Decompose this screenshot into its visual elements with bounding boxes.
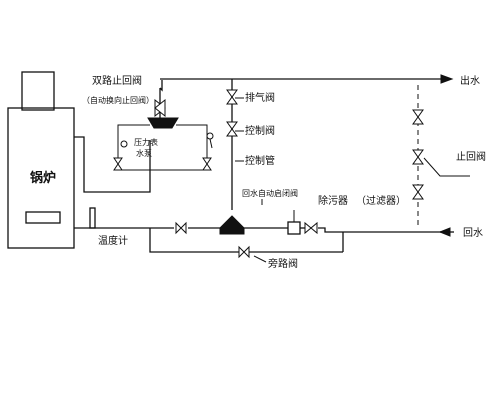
return-pipe <box>74 207 445 233</box>
outlet-label: 出水 <box>460 74 480 87</box>
return-water-label: 回水 <box>463 227 483 239</box>
thermometer-icon <box>89 207 96 229</box>
boiler-body <box>7 107 75 249</box>
air-vent-valve-label: 排气阀 <box>245 91 275 104</box>
outlet-pipe <box>74 78 450 193</box>
dual-check-valve-note: （自动换向止回阀） <box>82 95 154 105</box>
return-auto-valve <box>218 215 246 235</box>
boiler <box>7 71 75 249</box>
boiler-door <box>25 211 61 224</box>
return-auto-valve-label: 回水自动启闭阀 <box>242 188 298 198</box>
pressure-gauge-label: 压力表 <box>134 137 158 147</box>
control-branch <box>226 79 238 210</box>
bypass-pipe <box>149 228 344 253</box>
control-valve-label: 控制阀 <box>245 124 275 137</box>
boiler-chimney <box>21 71 55 111</box>
dual-check-valve <box>147 98 179 129</box>
bypass-valve-icon <box>238 245 245 259</box>
pump-loop <box>113 124 214 171</box>
decontaminator-icon <box>287 221 301 235</box>
check-valve-branch <box>412 85 424 228</box>
bypass-valve-label: 旁路阀 <box>268 257 298 270</box>
pressure-gauge-icon <box>120 140 128 148</box>
decontaminator-label: 除污器 <box>318 194 348 207</box>
outlet-arrow-icon <box>440 74 454 84</box>
thermometer-label: 温度计 <box>98 234 128 247</box>
check-valve-label: 止回阀 <box>456 150 486 163</box>
water-pump-label: 水泵 <box>136 148 152 158</box>
return-valve-icon <box>304 221 312 235</box>
filter-note: （过滤器） <box>356 194 406 207</box>
pump-icon <box>206 132 214 140</box>
boiler-label: 锅炉 <box>30 170 56 186</box>
control-pipe-label: 控制管 <box>245 154 275 167</box>
dual-check-valve-label: 双路止回阀 <box>92 74 142 87</box>
return-arrow-icon <box>175 221 182 235</box>
